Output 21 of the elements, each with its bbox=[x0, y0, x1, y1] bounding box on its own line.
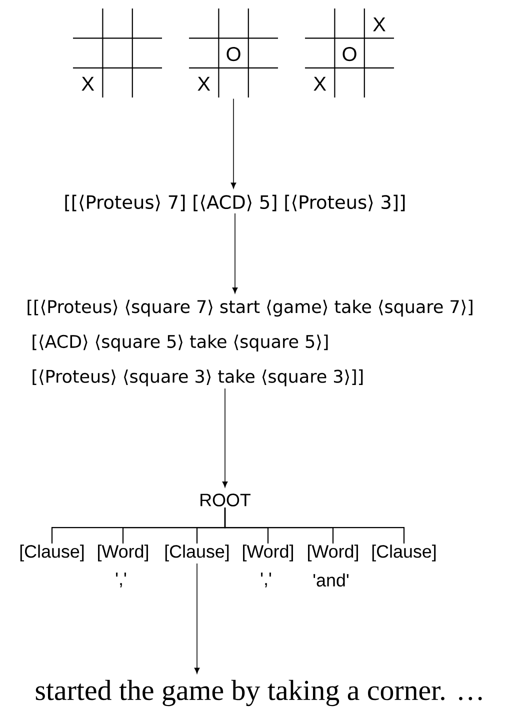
tree-leaf: [Clause] bbox=[372, 544, 436, 562]
text-line: [[⟨Proteus⟩ 7] [⟨ACD⟩ 5] [⟨Proteus⟩ 3]] bbox=[65, 194, 405, 212]
tree-leaf: [Clause] bbox=[165, 544, 229, 562]
tree-leaf: [Word] bbox=[243, 544, 293, 562]
tree-leaf: [Word] bbox=[308, 544, 358, 562]
token-label: ',' bbox=[116, 572, 126, 588]
tree-leaf: [Word] bbox=[98, 544, 148, 562]
sentence: started the game by taking a corner. … bbox=[36, 680, 482, 706]
tree-branch bbox=[224, 508, 405, 544]
down-arrow bbox=[194, 563, 200, 674]
down-arrow bbox=[232, 213, 238, 294]
tree-root: ROOT bbox=[200, 494, 250, 506]
board-drawing: X O X bbox=[305, 8, 394, 98]
message-text: [[⟨Proteus⟩ ⟨square 7⟩ start ⟨game⟩ take ⟨square 7⟩] [⟨ACD⟩ ⟨square 5⟩ take ⟨square 5⟩] [⟨Proteus⟩ ⟨square 3⟩ take ⟨square 3⟩]] bbox=[28, 300, 472, 386]
board-drawing: O X bbox=[189, 8, 278, 98]
board-drawing: X bbox=[73, 8, 162, 98]
tree-leaf: [Clause] bbox=[20, 544, 84, 562]
token-label: ',' bbox=[261, 572, 271, 588]
down-arrow bbox=[230, 98, 236, 189]
token-label: 'and' bbox=[314, 573, 348, 587]
down-arrow bbox=[222, 388, 228, 488]
